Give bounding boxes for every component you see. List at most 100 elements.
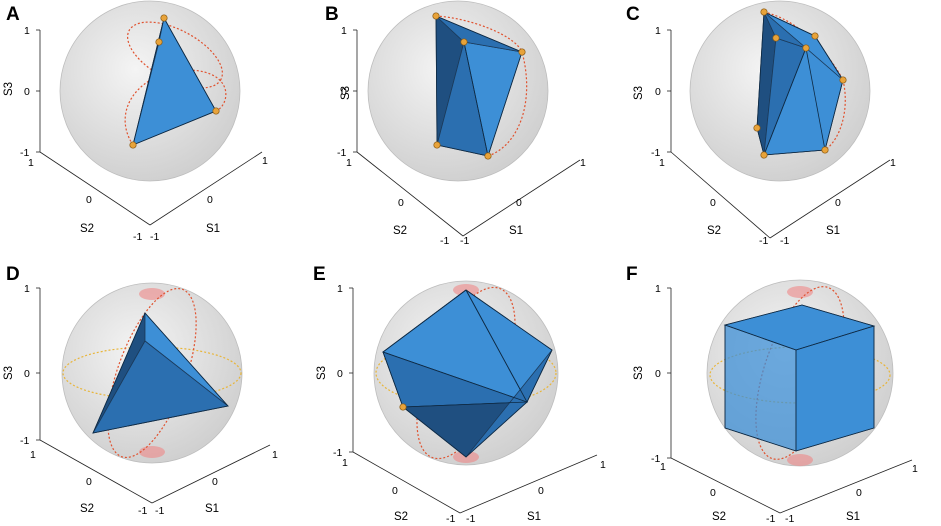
panel-label: B [325, 4, 339, 25]
pole-marker [139, 288, 165, 300]
tick-s2-zero: 0 [398, 197, 404, 209]
polyhedron-face [763, 11, 807, 49]
pole-marker [139, 446, 165, 458]
state-marker [821, 146, 829, 154]
tick-s2-pos: 1 [659, 157, 665, 169]
tick-s3-pos: 1 [655, 25, 661, 37]
tick-s1-zero: 0 [516, 197, 522, 209]
tick-s1-pos: 1 [890, 157, 896, 169]
tick-s1-zero: 0 [538, 485, 544, 497]
tick-s2-neg: -1 [138, 505, 147, 517]
tick-s2-pos: 1 [28, 157, 34, 169]
axis-label-s1: S1 [846, 511, 860, 523]
axis-label-s3: S3 [633, 86, 645, 100]
tick-s3-zero: 0 [341, 86, 347, 98]
axis-label-s2: S2 [80, 223, 94, 235]
tick-s1-zero: 0 [212, 476, 218, 488]
tick-s2-neg: -1 [133, 231, 142, 243]
tick-s2-pos: 1 [346, 157, 352, 169]
tick-s3-neg: -1 [651, 147, 660, 159]
tick-s2-zero: 0 [710, 197, 716, 209]
tick-s2-zero: 0 [392, 485, 398, 497]
panel-b: B 1 0 -1 S3 1 0 -1 S2 -1 0 1 S1 [325, 0, 586, 247]
panel-f: F 1 0 -1 S3 1 0 -1 S2 -1 0 1 S1 [626, 264, 918, 525]
pole-marker [787, 286, 813, 298]
great-circle [824, 79, 846, 151]
state-marker [811, 32, 819, 40]
state-marker [212, 107, 220, 115]
panel-a: A 1 0 -1 S3 1 0 -1 S2 -1 0 1 S1 [3, 0, 268, 243]
tick-s2-neg: -1 [440, 235, 449, 247]
state-marker [155, 38, 163, 46]
tick-s1-zero: 0 [835, 197, 841, 209]
axes-box [667, 29, 891, 239]
panel-d: D 1 0 -1 S3 1 0 -1 S2 -1 0 1 S1 [3, 264, 278, 517]
state-marker [433, 141, 441, 149]
axes-box [349, 287, 598, 514]
axes-box [36, 29, 263, 226]
axis-label-s1: S1 [826, 225, 840, 237]
tick-s3-neg: -1 [20, 147, 29, 159]
pole-marker [787, 454, 813, 466]
tick-s1-pos: 1 [600, 459, 606, 471]
tick-s3-zero: 0 [655, 368, 661, 380]
state-marker [753, 124, 761, 132]
tick-s1-neg: -1 [785, 513, 794, 525]
state-marker [760, 8, 768, 16]
tick-s2-neg: -1 [766, 513, 775, 525]
tick-s3-zero: 0 [24, 368, 30, 380]
state-marker [839, 76, 847, 84]
great-circle [487, 51, 528, 157]
tick-s3-neg: -1 [333, 447, 342, 459]
axis-label-s1: S1 [206, 223, 220, 235]
axis-label-s1: S1 [527, 511, 541, 523]
axes-box [353, 29, 581, 237]
axes-box [667, 287, 913, 514]
tick-s1-pos: 1 [912, 463, 918, 475]
tick-s1-zero: 0 [856, 487, 862, 499]
tick-s3-zero: 0 [337, 368, 343, 380]
tick-s1-neg: -1 [460, 235, 469, 247]
state-marker [484, 152, 492, 160]
tick-s3-pos: 1 [24, 283, 30, 295]
tick-s2-zero: 0 [86, 476, 92, 488]
axis-label-s1: S1 [205, 503, 219, 515]
state-marker [129, 141, 137, 149]
tick-s3-zero: 0 [655, 86, 661, 98]
tick-s2-neg: -1 [446, 513, 455, 525]
axis-label-s2: S2 [712, 511, 726, 523]
state-marker [802, 44, 810, 52]
state-marker [160, 14, 168, 22]
panel-c: C 1 0 -1 S3 1 0 -1 S2 -1 0 1 S1 [626, 0, 896, 247]
tick-s1-pos: 1 [580, 157, 586, 169]
axis-label-s2: S2 [80, 503, 94, 515]
tick-s2-zero: 0 [710, 487, 716, 499]
panel-e: E 1 0 -1 S3 1 0 -1 S2 -1 0 1 S1 [313, 264, 606, 525]
tick-s2-pos: 1 [30, 449, 36, 461]
tick-s3-neg: -1 [337, 147, 346, 159]
axis-label-s3: S3 [633, 366, 645, 380]
tick-s1-neg: -1 [466, 513, 475, 525]
axes-box [36, 287, 271, 504]
state-marker [399, 403, 407, 411]
great-circle [127, 21, 223, 89]
axis-label-s3: S3 [340, 86, 352, 100]
tick-s3-pos: 1 [337, 283, 343, 295]
axis-label-s3: S3 [3, 366, 15, 380]
state-marker [760, 151, 768, 159]
tick-s1-neg: -1 [155, 505, 164, 517]
tick-s2-pos: 1 [342, 457, 348, 469]
panel-label: F [626, 264, 638, 285]
tick-s3-pos: 1 [24, 25, 30, 37]
axis-label-s2: S2 [393, 225, 407, 237]
tick-s3-pos: 1 [341, 25, 347, 37]
great-circle [435, 15, 523, 53]
panel-label: E [313, 264, 326, 285]
state-marker [432, 12, 440, 20]
tick-s2-zero: 0 [86, 194, 92, 206]
tick-s3-neg: -1 [20, 435, 29, 447]
tick-s2-neg: -1 [759, 235, 768, 247]
axis-label-s2: S2 [394, 511, 408, 523]
axis-label-s1: S1 [509, 225, 523, 237]
